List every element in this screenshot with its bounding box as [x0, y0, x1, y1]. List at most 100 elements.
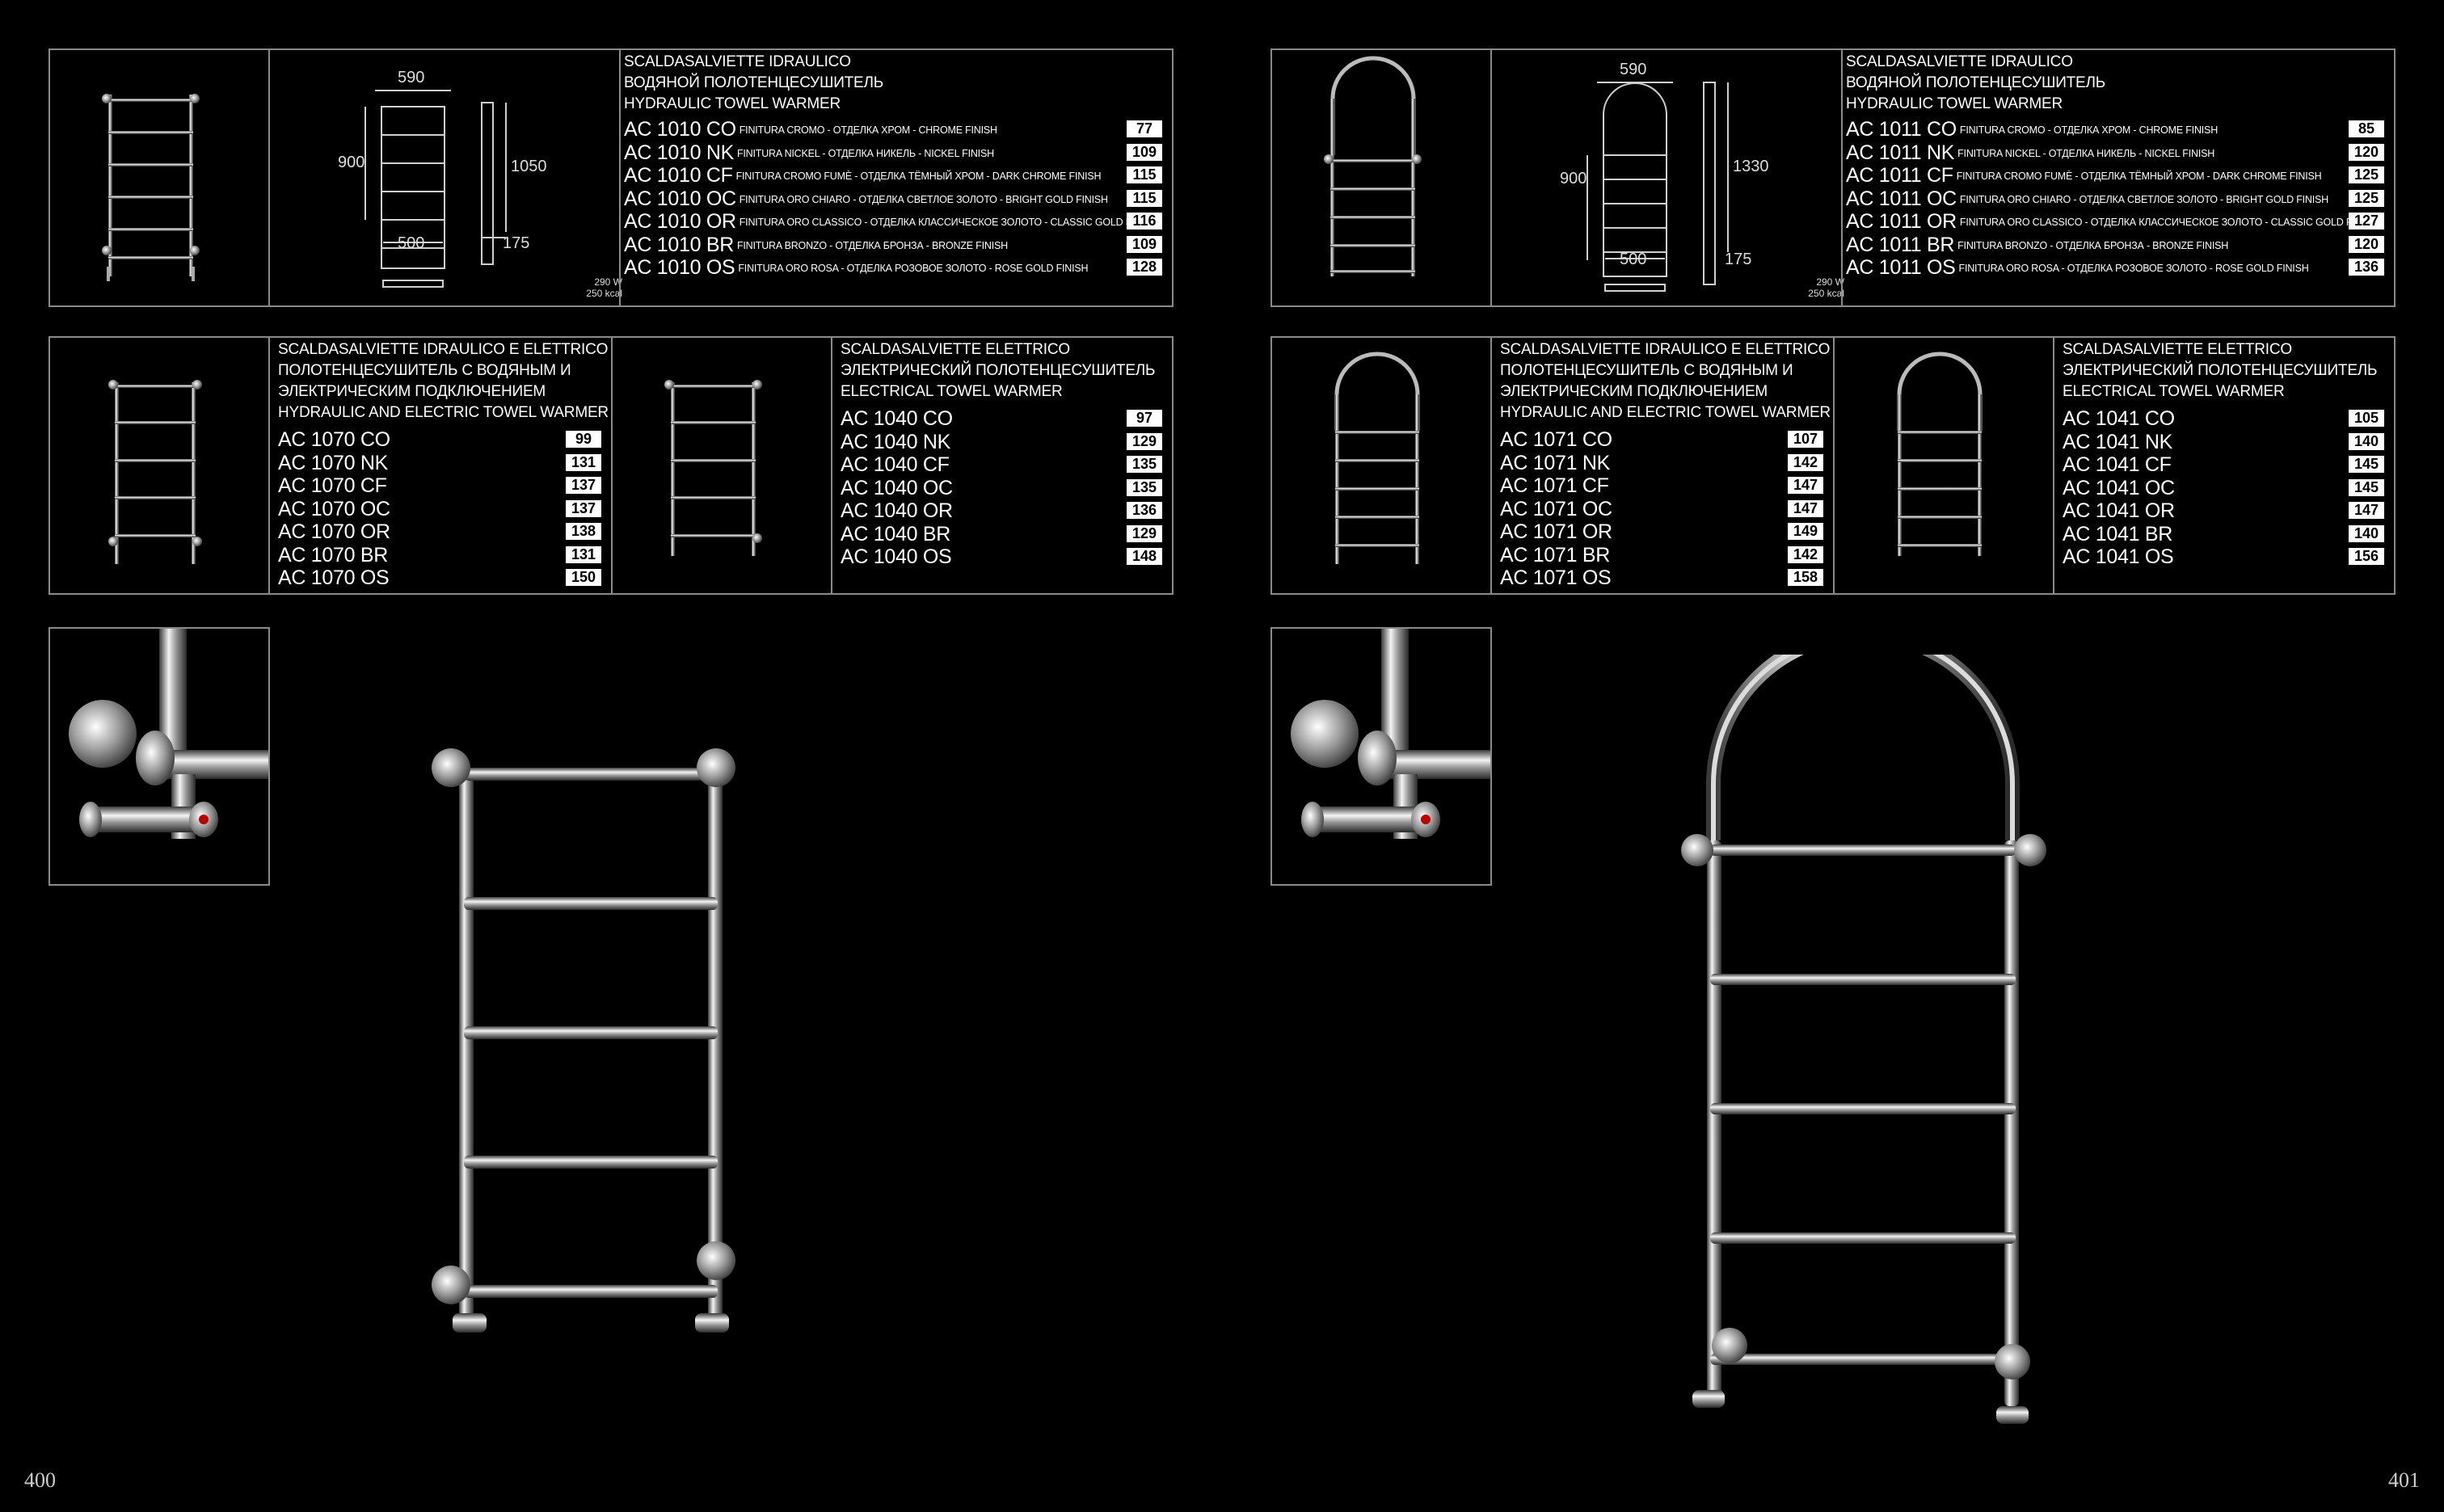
price-badge: 145: [2349, 478, 2384, 496]
product-code: AC 1041 NK: [2063, 430, 2172, 453]
power-rating: 290 W 250 kcal: [1808, 276, 1844, 299]
power-rating: 290 W 250 kcal: [586, 276, 622, 299]
price-row: AC 1041 OC 145: [2063, 477, 2384, 500]
product-code: AC 1070 BR: [278, 543, 388, 566]
product-code: AC 1011 BR: [1846, 233, 1955, 256]
product-code: AC 1040 OS: [841, 545, 952, 568]
product-code: AC 1010 OS: [624, 256, 735, 279]
title-russian-1: ПОЛОТЕНЦЕСУШИТЕЛЬ С ВОДЯНЫМ И: [1500, 362, 1793, 379]
price-badge: 131: [566, 453, 601, 471]
finish-description: FINITURA ORO CHIARO - ОТДЕЛКА СВЕТЛОЕ ЗО…: [739, 193, 1108, 205]
title-russian: ЭЛЕКТРИЧЕСКИЙ ПОЛОТЕНЦЕСУШИТЕЛЬ: [2063, 362, 2378, 379]
product-code: AC 1071 CO: [1500, 428, 1612, 451]
product-header: SCALDASALVIETTE IDRAULICO ВОДЯНОЙ ПОЛОТЕ…: [1846, 52, 2105, 115]
title-english: ELECTRICAL TOWEL WARMER: [841, 383, 1063, 400]
price-badge: 147: [1788, 477, 1823, 494]
product-code: AC 1011 CO: [1846, 118, 1957, 141]
title-italian: SCALDASALVIETTE ELETTRICO: [841, 341, 1070, 358]
price-badge: 115: [1127, 189, 1162, 207]
price-row: AC 1070 CF 137: [278, 474, 601, 498]
price-badge: 105: [2349, 410, 2384, 427]
power-watts: 290 W: [1816, 276, 1844, 288]
price-row: AC 1041 OS 156: [2063, 545, 2384, 569]
product-code: AC 1041 OS: [2063, 545, 2174, 568]
price-badge: 158: [1788, 569, 1823, 586]
product-code: AC 1011 CF: [1846, 164, 1953, 187]
price-badge: 115: [1127, 166, 1162, 183]
price-badge: 149: [1788, 523, 1823, 540]
product-code: AC 1041 OC: [2063, 476, 2175, 499]
price-badge: 137: [566, 477, 601, 494]
dim-width-bottom: 500: [398, 234, 424, 252]
dim-width-top: 590: [1620, 61, 1646, 78]
title-italian: SCALDASALVIETTE IDRAULICO: [624, 53, 851, 70]
price-row: AC 1070 BR 131: [278, 544, 601, 567]
page-number-right: 401: [2388, 1468, 2420, 1492]
finish-description: FINITURA BRONZO - ОТДЕЛКА БРОНЗА - BRONZ…: [736, 239, 1008, 251]
price-badge: 129: [1127, 524, 1162, 542]
product-header: SCALDASALVIETTE ELETTRICO ЭЛЕКТРИЧЕСКИЙ …: [2063, 339, 2378, 402]
price-badge: 109: [1127, 235, 1162, 253]
price-badge: 97: [1127, 410, 1162, 427]
towel-warmer-thumbnail: [1324, 56, 1422, 276]
price-badge: 99: [566, 431, 601, 448]
title-english: HYDRAULIC AND ELECTRIC TOWEL WARMER: [1500, 404, 1831, 421]
product-code: AC 1070 NK: [278, 451, 388, 474]
product-code: AC 1040 NK: [841, 430, 950, 453]
finish-description: FINITURA BRONZO - ОТДЕЛКА БРОНЗА - BRONZ…: [1957, 239, 2229, 251]
power-kcal: 250 kcal: [586, 288, 622, 299]
dim-depth: 175: [503, 234, 529, 252]
price-row: AC 1071 CO 107: [1500, 428, 1823, 452]
price-badge: 120: [2349, 235, 2384, 253]
product-header: SCALDASALVIETTE IDRAULICO ВОДЯНОЙ ПОЛОТЕ…: [624, 52, 883, 115]
product-code: AC 1040 OC: [841, 476, 953, 499]
product-box-hydraulic-right: 590 900 1330 500 175 290 W 250 kcal SCAL…: [1270, 48, 2396, 307]
price-badge: 109: [1127, 143, 1162, 161]
title-russian-2: ЭЛЕКТРИЧЕСКИМ ПОДКЛЮЧЕНИЕМ: [278, 383, 546, 400]
finish-description: FINITURA CROMO - ОТДЕЛКА ХРОМ - CHROME F…: [739, 124, 997, 136]
product-code: AC 1040 CO: [841, 407, 953, 430]
price-badge: 135: [1127, 456, 1162, 473]
price-badge: 127: [2349, 213, 2384, 230]
product-code: AC 1010 OC: [624, 187, 736, 210]
price-badge: 145: [2349, 456, 2384, 473]
finish-description: FINITURA CROMO - ОТДЕЛКА ХРОМ - CHROME F…: [1959, 124, 2219, 136]
product-code: AC 1070 CF: [278, 474, 387, 497]
price-badge: 136: [2349, 259, 2384, 276]
product-code: AC 1070 OS: [278, 566, 390, 589]
valve-detail-image: [1291, 629, 1490, 839]
dim-height-left: 900: [1560, 170, 1586, 187]
price-badge: 140: [2349, 524, 2384, 542]
price-badge: 156: [2349, 548, 2384, 565]
price-row: AC 1040 OS 148: [841, 545, 1162, 569]
product-code: AC 1070 OC: [278, 497, 390, 520]
price-badge: 107: [1788, 431, 1823, 448]
price-badge: 147: [2349, 502, 2384, 519]
price-badge: 131: [566, 545, 601, 563]
dim-width-bottom: 500: [1620, 251, 1646, 268]
price-badge: 85: [2349, 120, 2384, 137]
dim-height-right: 1330: [1733, 158, 1769, 175]
valve-detail-photo: [48, 627, 270, 886]
price-badge: 148: [1127, 548, 1162, 565]
